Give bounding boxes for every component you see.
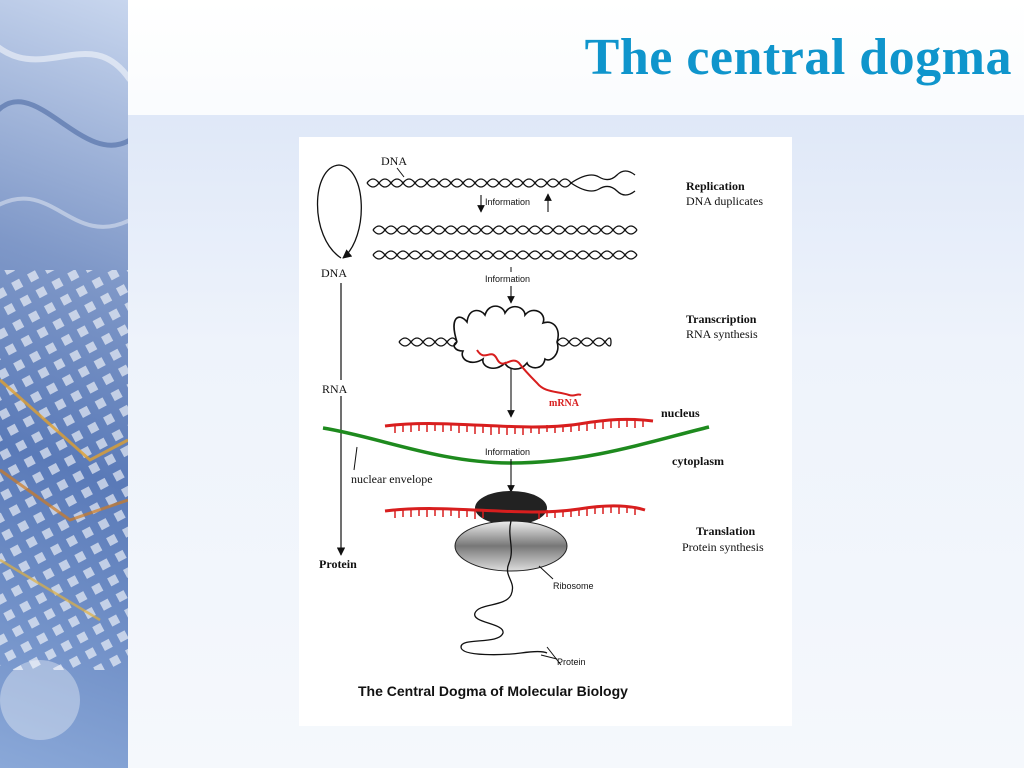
nuclear-envelope-label: nuclear envelope — [351, 472, 433, 486]
left-label-rna: RNA — [322, 382, 348, 396]
replication-stage-subtitle: DNA duplicates — [686, 194, 763, 208]
protein-chain-label: Protein — [557, 657, 586, 667]
transcription-bubble — [453, 305, 559, 370]
dna-right-arm — [556, 337, 612, 347]
replication-stage: DNA Information Replication DNA duplicat… — [366, 154, 763, 260]
slide-title: The central dogma — [584, 29, 1012, 86]
transcription-stage: Information mRNA Transcription RNA synth… — [398, 267, 758, 418]
dna-label: DNA — [381, 154, 407, 168]
replication-stage-title: Replication — [686, 179, 745, 193]
cytoplasm-label: cytoplasm — [672, 454, 724, 468]
central-dogma-figure: DNA RNA Protein DNA Information Replicat… — [299, 137, 792, 726]
mrna-in-nucleus — [384, 417, 654, 429]
dna-left-arm — [398, 337, 458, 347]
translation-stage: Ribosome Protein Translation Protein syn… — [384, 491, 764, 667]
left-label-protein: Protein — [319, 557, 357, 571]
nucleus-label: nucleus — [661, 406, 700, 420]
envelope-information-label: Information — [485, 447, 530, 457]
mrna-label: mRNA — [549, 398, 580, 409]
transcription-information-label: Information — [485, 274, 530, 284]
left-label-dna: DNA — [321, 266, 347, 280]
left-column-flow: DNA RNA Protein — [316, 164, 363, 571]
mrna-codon-ticks-2 — [394, 506, 636, 519]
mrna-strand-growing — [476, 349, 582, 397]
decorative-side-panel — [0, 0, 128, 768]
decorative-circuit-graphic — [0, 44, 128, 740]
cell-compartments: nucleus Information cytoplasm nuclear en… — [322, 406, 724, 493]
nuclear-envelope — [322, 425, 710, 465]
ribosome-large-subunit — [475, 491, 547, 525]
figure-caption: The Central Dogma of Molecular Biology — [358, 683, 628, 699]
growing-polypeptide — [460, 520, 548, 656]
transcription-stage-title: Transcription — [686, 312, 757, 326]
mrna-codon-ticks — [394, 420, 644, 435]
replication-loop — [316, 164, 362, 259]
translation-stage-title: Translation — [696, 524, 755, 538]
transcription-stage-subtitle: RNA synthesis — [686, 327, 758, 341]
translation-stage-subtitle: Protein synthesis — [682, 540, 764, 554]
replication-information-label: Information — [485, 197, 530, 207]
central-dogma-diagram: DNA RNA Protein DNA Information Replicat… — [316, 154, 764, 699]
ribosome-label: Ribosome — [553, 581, 594, 591]
